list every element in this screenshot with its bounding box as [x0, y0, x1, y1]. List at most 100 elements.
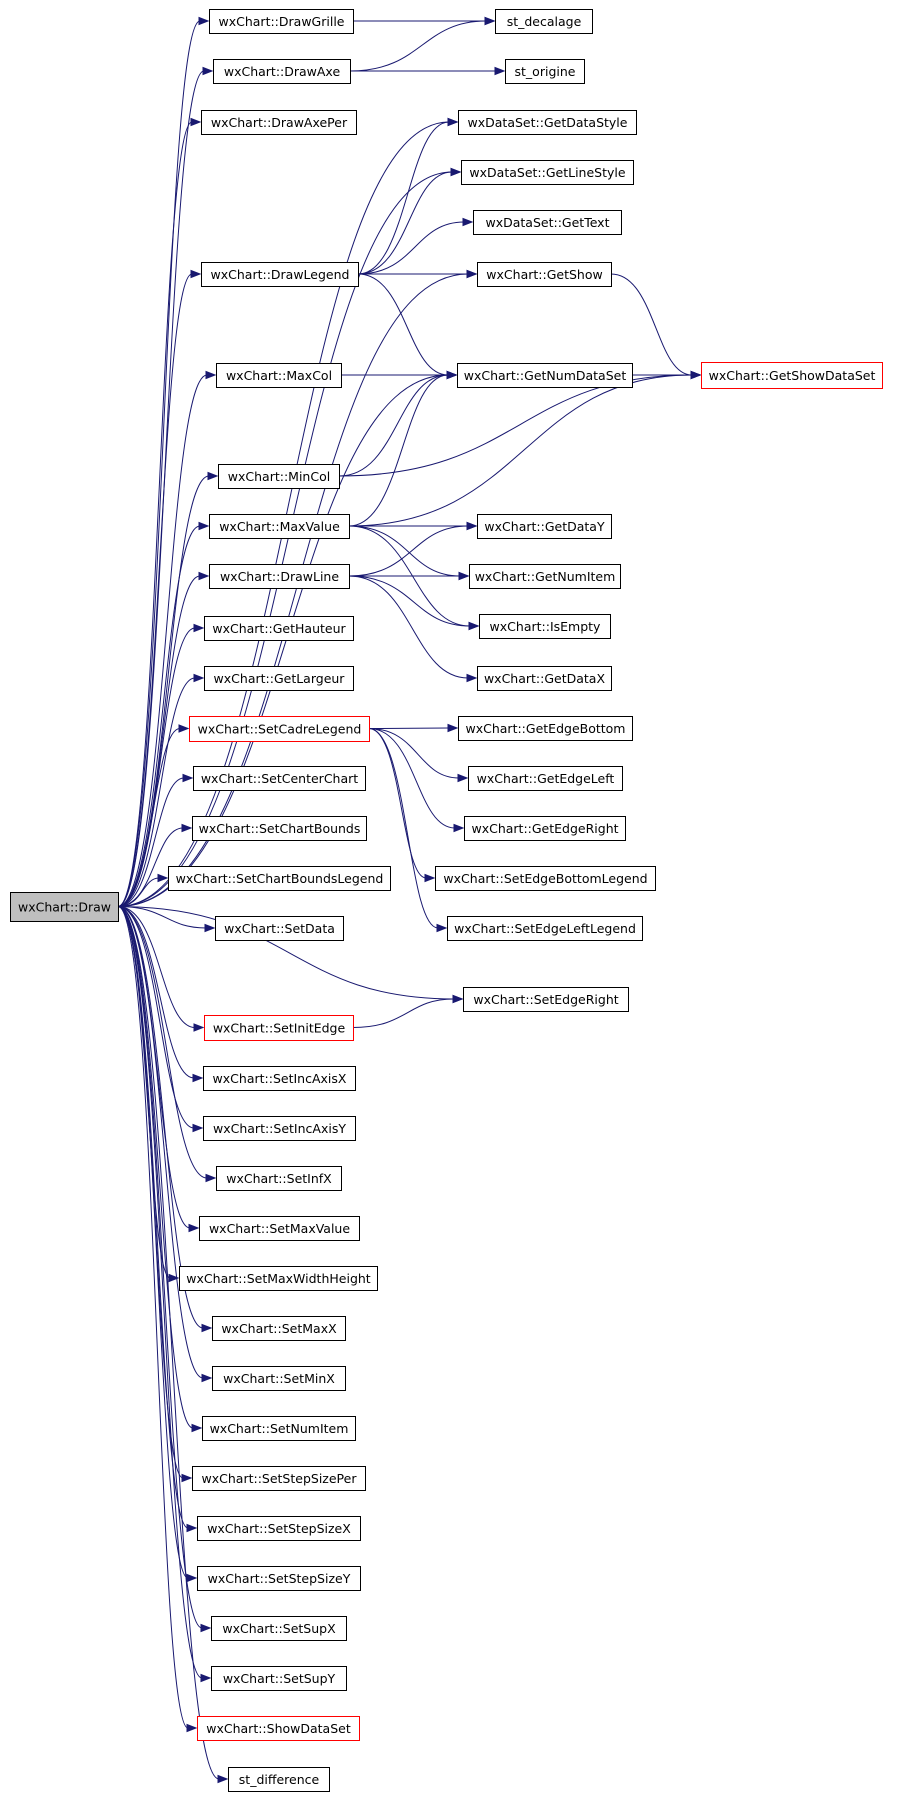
node-setdata[interactable]: wxChart::SetData — [215, 916, 344, 941]
node-box-getedgeleft — [468, 766, 623, 791]
node-box-setcenterchart — [193, 766, 366, 791]
arrowhead-draw-to-setstepsizey — [186, 1573, 198, 1583]
node-setchartbounds[interactable]: wxChart::SetChartBounds — [192, 816, 367, 841]
node-getdatastyle[interactable]: wxDataSet::GetDataStyle — [458, 110, 637, 135]
node-getlargeur[interactable]: wxChart::GetLargeur — [204, 666, 354, 691]
node-drawaxeper[interactable]: wxChart::DrawAxePer — [201, 110, 357, 135]
edge-drawlegend-to-gettext — [357, 221, 465, 275]
arrowhead-draw-to-maxcol — [205, 370, 217, 380]
node-setedgebottomlegend[interactable]: wxChart::SetEdgeBottomLegend — [435, 866, 656, 891]
edge-drawaxe-to-stdecalage — [349, 20, 487, 72]
edge-maxvalue-to-getnumitem — [348, 525, 461, 577]
node-setincaxisx[interactable]: wxChart::SetIncAxisX — [203, 1066, 356, 1091]
node-setstepsizey[interactable]: wxChart::SetStepSizeY — [197, 1566, 361, 1591]
arrowhead-draw-to-stdifference — [217, 1774, 229, 1784]
node-getedgebottom[interactable]: wxChart::GetEdgeBottom — [458, 716, 633, 741]
node-label-mincol: wxChart::MinCol — [228, 469, 330, 484]
node-box-drawgrille — [209, 9, 354, 34]
node-box-setstepsizeper — [192, 1466, 366, 1491]
node-setinitedge[interactable]: wxChart::SetInitEdge — [204, 1015, 354, 1041]
node-label-setincaxisy: wxChart::SetIncAxisY — [213, 1121, 346, 1136]
node-label-maxvalue: wxChart::MaxValue — [219, 519, 340, 534]
node-label-setsupy: wxChart::SetSupY — [223, 1671, 336, 1686]
node-getlinestyle[interactable]: wxDataSet::GetLineStyle — [461, 160, 634, 185]
node-setmaxvalue[interactable]: wxChart::SetMaxValue — [199, 1216, 360, 1241]
node-box-setstepsizex — [197, 1516, 361, 1541]
node-label-setstepsizex: wxChart::SetStepSizeX — [207, 1521, 351, 1536]
edge-draw-to-setedgeright — [117, 906, 455, 1000]
arrowhead-draw-to-setmaxwidthheight — [168, 1273, 180, 1283]
node-setcadrelegend[interactable]: wxChart::SetCadreLegend — [189, 716, 370, 742]
node-label-setedgeleftlegend: wxChart::SetEdgeLeftLegend — [454, 921, 636, 936]
node-storigine[interactable]: st_origine — [505, 59, 585, 84]
node-setchartboundslegend[interactable]: wxChart::SetChartBoundsLegend — [168, 866, 391, 891]
node-setstepsizex[interactable]: wxChart::SetStepSizeX — [197, 1516, 361, 1541]
node-stdecalage[interactable]: st_decalage — [495, 9, 593, 34]
node-getdatax[interactable]: wxChart::GetDataX — [477, 666, 612, 691]
node-setedgeright[interactable]: wxChart::SetEdgeRight — [463, 987, 629, 1012]
edge-draw-to-setinitedge — [117, 906, 196, 1028]
node-box-setcadrelegend — [189, 716, 370, 742]
node-setmaxx[interactable]: wxChart::SetMaxX — [212, 1316, 346, 1341]
node-label-getnumdataset: wxChart::GetNumDataSet — [464, 368, 627, 383]
node-drawlegend[interactable]: wxChart::DrawLegend — [201, 262, 359, 287]
node-drawgrille[interactable]: wxChart::DrawGrille — [209, 9, 354, 34]
node-setcenterchart[interactable]: wxChart::SetCenterChart — [193, 766, 366, 791]
node-label-setedgeright: wxChart::SetEdgeRight — [473, 992, 618, 1007]
node-label-drawline: wxChart::DrawLine — [220, 569, 339, 584]
node-setstepsizeper[interactable]: wxChart::SetStepSizePer — [192, 1466, 366, 1491]
node-gettext[interactable]: wxDataSet::GetText — [473, 210, 622, 235]
edge-draw-to-drawgrille — [117, 20, 201, 907]
node-draw[interactable]: wxChart::Draw — [10, 892, 119, 922]
edge-draw-to-setcenterchart — [117, 777, 185, 907]
node-label-getlinestyle: wxDataSet::GetLineStyle — [469, 165, 625, 180]
node-setminx[interactable]: wxChart::SetMinX — [212, 1366, 346, 1391]
node-getshowdataset[interactable]: wxChart::GetShowDataSet — [701, 362, 883, 389]
node-getnumdataset[interactable]: wxChart::GetNumDataSet — [457, 363, 633, 388]
node-gethauteur[interactable]: wxChart::GetHauteur — [204, 616, 354, 641]
node-setsupy[interactable]: wxChart::SetSupY — [211, 1666, 347, 1691]
node-box-drawlegend — [201, 262, 359, 287]
node-setnumitem[interactable]: wxChart::SetNumItem — [202, 1416, 356, 1441]
node-label-drawgrille: wxChart::DrawGrille — [219, 14, 345, 29]
node-setinfx[interactable]: wxChart::SetInfX — [216, 1166, 342, 1191]
arrowhead-drawlegend-to-getdatastyle — [447, 117, 459, 127]
node-maxvalue[interactable]: wxChart::MaxValue — [209, 514, 350, 539]
node-box-getnumitem — [469, 564, 621, 589]
node-showdataset[interactable]: wxChart::ShowDataSet — [197, 1716, 360, 1741]
node-setsupx[interactable]: wxChart::SetSupX — [211, 1616, 347, 1641]
node-box-stdecalage — [495, 9, 593, 34]
node-drawaxe[interactable]: wxChart::DrawAxe — [213, 59, 351, 84]
node-maxcol[interactable]: wxChart::MaxCol — [216, 363, 342, 388]
edge-draw-to-setchartbounds — [117, 827, 184, 907]
node-layer: wxChart::Draw wxChart::DrawGrillewxChart:… — [10, 9, 883, 1792]
node-mincol[interactable]: wxChart::MinCol — [218, 464, 340, 489]
edge-setcadrelegend-to-setedgebottomlegend — [368, 728, 427, 879]
node-label-getshow: wxChart::GetShow — [486, 267, 602, 282]
node-getshow[interactable]: wxChart::GetShow — [477, 262, 612, 287]
node-stdifference[interactable]: st_difference — [228, 1767, 330, 1792]
node-box-setchartboundslegend — [168, 866, 391, 891]
node-box-getdatay — [477, 514, 612, 539]
edge-maxvalue-to-getnumdataset — [348, 374, 449, 527]
node-drawline[interactable]: wxChart::DrawLine — [209, 564, 350, 589]
node-getdatay[interactable]: wxChart::GetDataY — [477, 514, 612, 539]
node-label-setminx: wxChart::SetMinX — [223, 1371, 335, 1386]
edge-draw-to-setstepsizey — [117, 906, 189, 1579]
edge-draw-to-setstepsizex — [117, 906, 189, 1529]
node-isempty[interactable]: wxChart::IsEmpty — [479, 614, 611, 639]
node-box-setinitedge — [204, 1015, 354, 1041]
node-label-stdifference: st_difference — [239, 1772, 320, 1787]
node-getnumitem[interactable]: wxChart::GetNumItem — [469, 564, 621, 589]
node-setedgeleftlegend[interactable]: wxChart::SetEdgeLeftLegend — [447, 916, 643, 941]
node-setincaxisy[interactable]: wxChart::SetIncAxisY — [203, 1116, 356, 1141]
node-getedgeright[interactable]: wxChart::GetEdgeRight — [464, 816, 626, 841]
arrowhead-setcadrelegend-to-setedgeleftlegend — [436, 923, 448, 933]
node-box-getedgebottom — [458, 716, 633, 741]
node-label-isempty: wxChart::IsEmpty — [490, 619, 602, 634]
node-setmaxwidthheight[interactable]: wxChart::SetMaxWidthHeight — [179, 1266, 378, 1291]
node-box-setedgebottomlegend — [435, 866, 656, 891]
node-getedgeleft[interactable]: wxChart::GetEdgeLeft — [468, 766, 623, 791]
edge-draw-to-setsupy — [117, 906, 203, 1679]
